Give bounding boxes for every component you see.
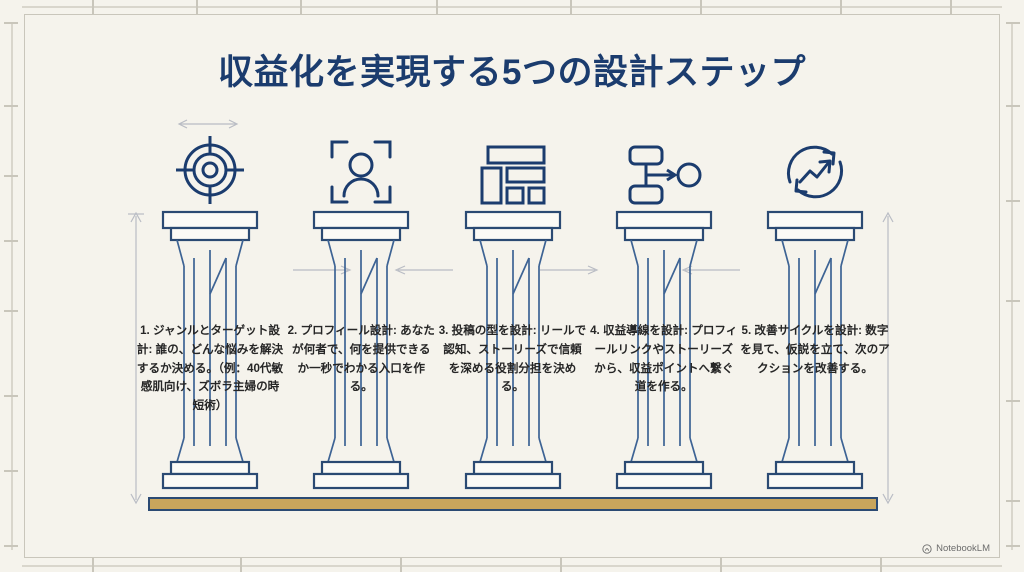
page-title: 収益化を実現する5つの設計ステップ [218,53,806,92]
frame-tick [4,470,18,472]
frame-tick [1006,105,1020,107]
frame-tick [720,558,722,572]
pillar-graphic [766,210,864,490]
refresh-cycle-trend-icon [786,145,844,199]
frame-tick [950,0,952,14]
frame-tick [400,558,402,572]
notebooklm-logo-icon [922,543,932,554]
frame-tick [840,0,842,14]
frame-tick [4,175,18,177]
step-4-icon-wrap [626,110,702,206]
step-5-icon-wrap [780,110,850,206]
frame-tick [4,545,18,547]
left-measure-rail [11,22,13,550]
step-1-text: 1. ジャンルとターゲット設計: 誰の、どんな悩みを解決するか決める。（例：40… [136,324,284,413]
pillar-graphic [615,210,712,490]
gap-dimension-3 [540,265,599,275]
right-measure-rail [1011,22,1013,550]
frame-tick [1006,400,1020,402]
frame-tick [196,0,198,14]
frame-tick [570,0,572,14]
step-column-5: 5. 改善サイクルを設計: 数字を見て、仮説を立て、次のアクションを改善する。 [740,110,890,510]
pillar-graphic [161,210,259,490]
step-2-icon-wrap [327,110,395,206]
step-column-3: 3. 投稿の型を設計: リールで認知、ストーリーズで信頼を深める役割分担を決める… [439,110,586,510]
icon-width-dimension [177,119,239,129]
step-3-icon-wrap [479,110,547,206]
frame-tick [700,0,702,14]
frame-tick [300,0,302,14]
frame-tick [92,558,94,572]
gap-dimension-2 [394,265,453,275]
frame-tick [4,395,18,397]
step-column-4: 4. 収益導線を設計: プロフィールリンクやストーリーズから、収益ポイントへ繋ぐ… [590,110,737,510]
frame-tick [4,240,18,242]
step-column-2: 2. プロフィール設計: あなたが何者で、何を提供できるか一秒でわかる入口を作る… [288,110,435,510]
pillar-graphic [313,210,410,490]
step-5-description: 5. 改善サイクルを設計: 数字を見て、仮説を立て、次のアクションを改善する。 [740,322,890,378]
target-crosshair-icon [176,136,244,204]
step-3-description: 3. 投稿の型を設計: リールで認知、ストーリーズで信頼を深める役割分担を決める… [438,322,588,397]
frame-tick [436,0,438,14]
notebooklm-watermark: NotebookLM [922,543,990,554]
frame-tick [240,558,242,572]
frame-tick [4,310,18,312]
frame-tick [1006,545,1020,547]
left-dimension-line [128,211,144,505]
gap-dimension-1 [293,265,352,275]
layout-wireframe-icon [480,145,545,205]
frame-tick [92,0,94,14]
person-frame-icon [330,140,392,204]
step-4-description: 4. 収益導線を設計: プロフィールリンクやストーリーズから、収益ポイントへ繋ぐ… [589,322,739,397]
step-3-text: 3. 投稿の型を設計: リールで認知、ストーリーズで信頼を深める役割分担を決める… [438,324,587,394]
right-dimension-line [882,211,894,505]
frame-tick [1006,22,1020,24]
step-1-icon-wrap [174,110,246,206]
ground-baseline [148,497,878,511]
step-4-text: 4. 収益導線を設計: プロフィールリンクやストーリーズから、収益ポイントへ繋ぐ… [590,324,738,394]
step-5-text: 5. 改善サイクルを設計: 数字を見て、仮説を立て、次のアクションを改善する。 [740,324,890,375]
step-1-description: 1. ジャンルとターゲット設計: 誰の、どんな悩みを解決するか決める。（例：40… [135,322,285,416]
step-2-text: 2. プロフィール設計: あなたが何者で、何を提供できるか一秒でわかる入口を作る… [287,324,435,394]
frame-tick [1006,300,1020,302]
frame-tick [1006,500,1020,502]
watermark-label: NotebookLM [936,543,990,554]
frame-tick [880,558,882,572]
blueprint-frame [24,14,1000,558]
bottom-measure-rail [22,565,1002,567]
frame-tick [4,105,18,107]
frame-tick [1006,200,1020,202]
steps-container: 1. ジャンルとターゲット設計: 誰の、どんな悩みを解決するか決める。（例：40… [137,110,890,510]
pillar-graphic [464,210,561,490]
frame-tick [560,558,562,572]
step-2-description: 2. プロフィール設計: あなたが何者で、何を提供できるか一秒でわかる入口を作る… [286,322,436,397]
flow-diagram-icon [628,145,702,205]
frame-tick [4,22,18,24]
step-column-1: 1. ジャンルとターゲット設計: 誰の、どんな悩みを解決するか決める。（例：40… [137,110,283,510]
top-measure-rail [22,6,1002,8]
